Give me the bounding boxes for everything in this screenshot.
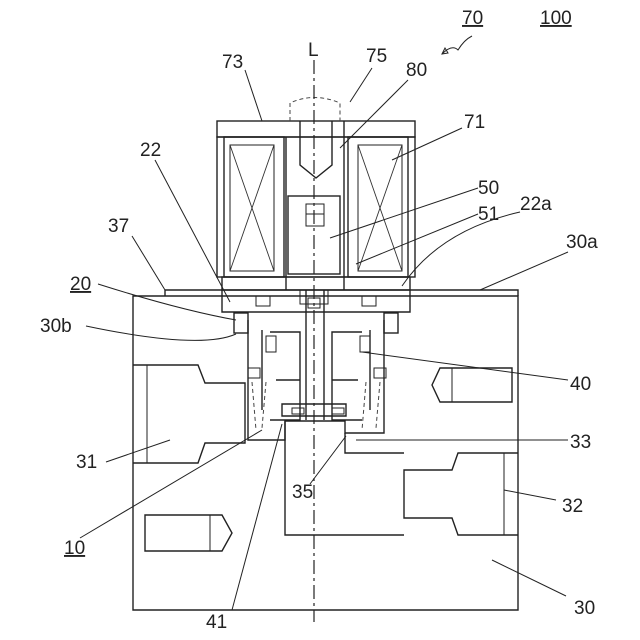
- label-22: 22: [140, 140, 161, 161]
- label-37: 37: [108, 216, 129, 237]
- valve-assembly-10: [222, 290, 410, 440]
- label-75: 75: [366, 46, 387, 67]
- label-33: 33: [570, 432, 591, 453]
- label-51: 51: [478, 204, 499, 225]
- label-35: 35: [292, 482, 313, 503]
- label-30: 30: [574, 598, 595, 619]
- label-41: 41: [206, 612, 227, 633]
- label-50: 50: [478, 178, 499, 199]
- label-30a: 30a: [566, 232, 598, 253]
- label-32: 32: [562, 496, 583, 517]
- label-100: 100: [540, 8, 572, 29]
- label-80: 80: [406, 60, 427, 81]
- label-70: 70: [462, 8, 483, 29]
- label-10: 10: [64, 538, 85, 559]
- reference-numerals: 70 100 L 73 75 80 71 22 50 51 22a 37 30a…: [40, 8, 598, 633]
- label-31: 31: [76, 452, 97, 473]
- label-axis-l: L: [308, 40, 319, 61]
- label-20: 20: [70, 274, 91, 295]
- label-73: 73: [222, 52, 243, 73]
- label-30b: 30b: [40, 316, 72, 337]
- label-71: 71: [464, 112, 485, 133]
- valve-body-30: [133, 290, 518, 610]
- solenoid-70: [217, 98, 415, 291]
- label-40: 40: [570, 374, 591, 395]
- label-22a: 22a: [520, 194, 552, 215]
